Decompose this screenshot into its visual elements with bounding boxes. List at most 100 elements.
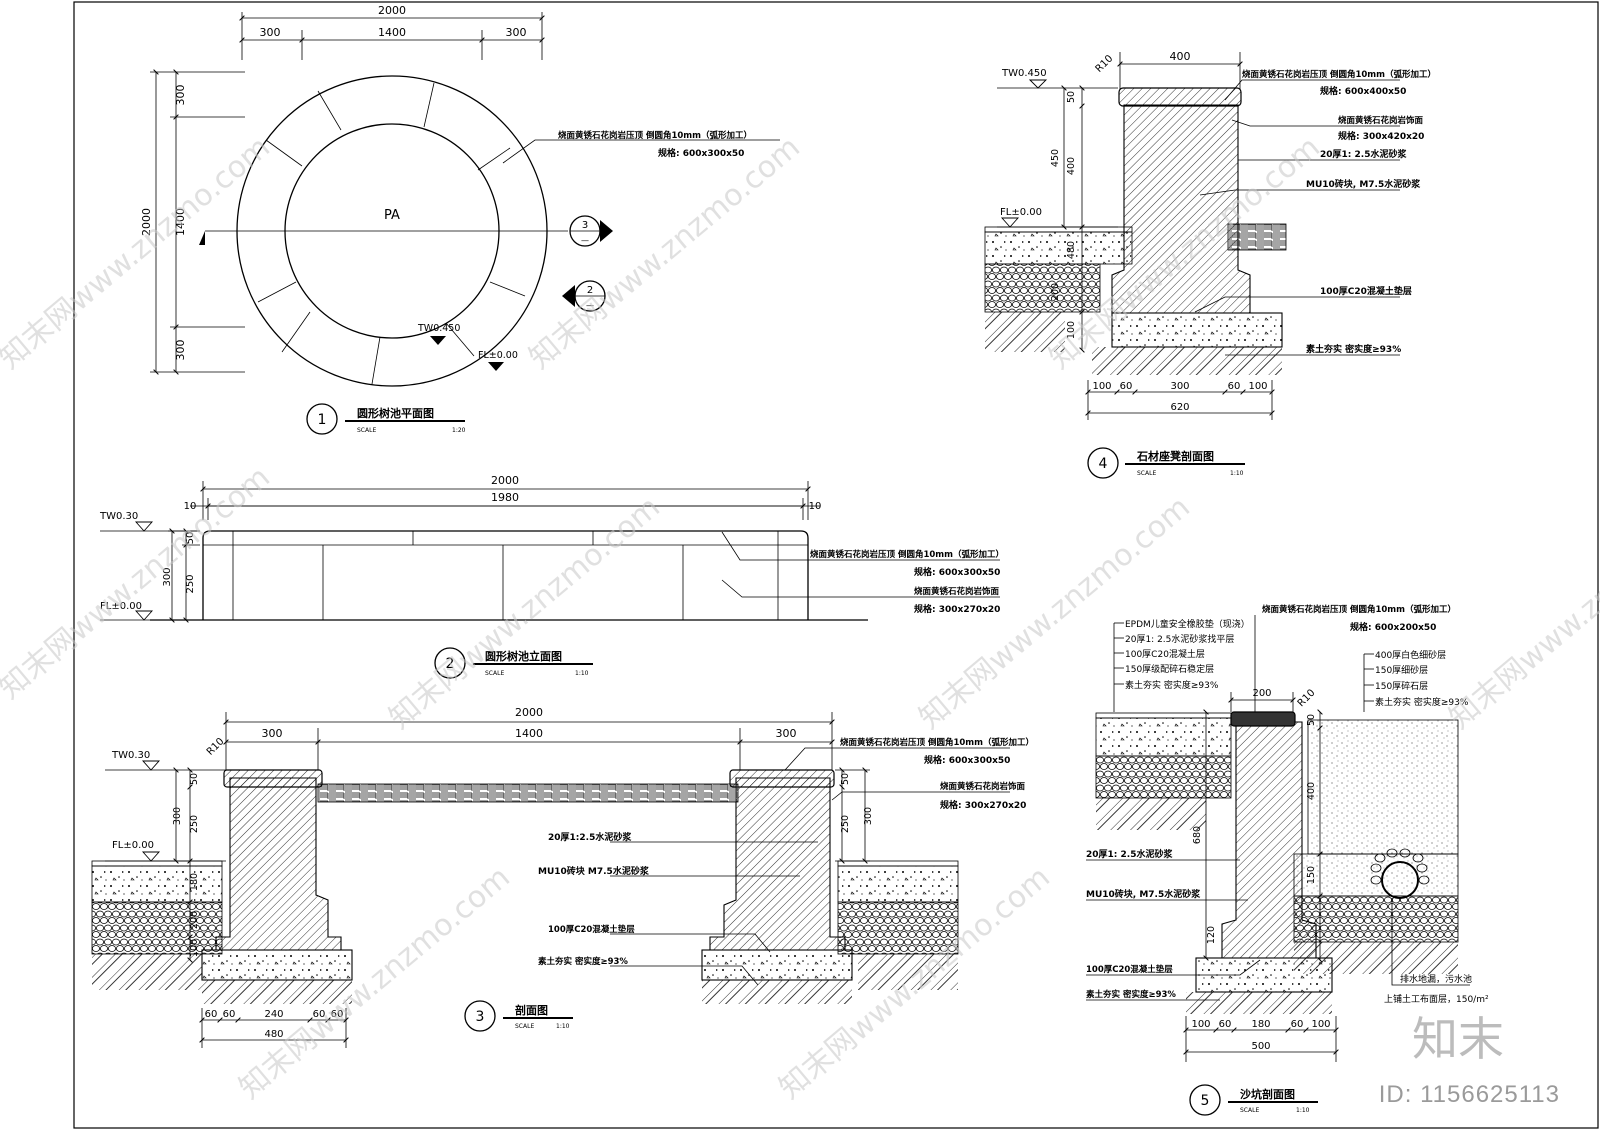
svg-text:240: 240 [264, 1009, 283, 1020]
svg-text:60: 60 [223, 1009, 236, 1020]
sec5-left-note-5: 素土夯实 密实度≥93% [1125, 679, 1219, 691]
svg-text:400: 400 [1170, 50, 1191, 63]
svg-text:规格: 600x300x50: 规格: 600x300x50 [914, 566, 1000, 578]
svg-text:480: 480 [1066, 241, 1077, 259]
plan-dim-v-top: 300 [174, 85, 187, 106]
svg-text:500: 500 [1251, 1041, 1270, 1052]
svg-text:素土夯实 密实度≥93%: 素土夯实 密实度≥93% [1306, 343, 1401, 355]
svg-text:60: 60 [313, 1009, 326, 1020]
svg-text:100: 100 [1248, 381, 1267, 392]
svg-text:MU10砖块, M7.5水泥砂浆: MU10砖块, M7.5水泥砂浆 [1086, 888, 1201, 900]
watermark-logo: 知末 [1412, 1012, 1504, 1066]
elev-fl-level: FL±0.00 [100, 601, 142, 612]
plan-dim-v-mid: 1400 [174, 208, 187, 236]
plan-view: 2000 300 1400 300 2000 300 1400 300 PA 烧… [140, 4, 780, 435]
sec4-fl-level: FL±0.00 [1000, 207, 1042, 218]
svg-text:SCALE: SCALE [485, 670, 504, 677]
svg-text:20厚1: 2.5水泥砂浆: 20厚1: 2.5水泥砂浆 [1320, 148, 1407, 160]
plan-dim-left: 300 [260, 26, 281, 39]
svg-text:50: 50 [1066, 91, 1077, 103]
plan-title-number: 1 [318, 412, 327, 428]
svg-text:R10: R10 [205, 736, 227, 758]
svg-text:250: 250 [189, 815, 200, 833]
svg-text:300: 300 [1170, 381, 1189, 392]
section-3-view: 2000 300 1400 300 R10 TW0.30 FL±0.00 [91, 706, 1034, 1048]
svg-text:60: 60 [1219, 1019, 1232, 1030]
sec3-tw-level: TW0.30 [111, 750, 150, 761]
svg-text:200: 200 [1050, 283, 1061, 301]
svg-text:300: 300 [776, 727, 797, 740]
svg-text:MU10砖块, M7.5水泥砂浆: MU10砖块, M7.5水泥砂浆 [1306, 178, 1421, 190]
sec5-right-note-4: 素土夯实 密实度≥93% [1375, 696, 1469, 708]
section-marker-3: 3 — [569, 215, 613, 247]
svg-text:100厚C20混凝土垫层: 100厚C20混凝土垫层 [1086, 964, 1173, 975]
svg-text:10: 10 [184, 501, 197, 512]
svg-text:20厚1:2.5水泥砂浆: 20厚1:2.5水泥砂浆 [548, 831, 632, 843]
svg-text:SCALE: SCALE [515, 1023, 534, 1030]
svg-text:MU10砖块 M7.5水泥砂浆: MU10砖块 M7.5水泥砂浆 [538, 865, 650, 877]
plan-label-pa: PA [384, 208, 400, 223]
plan-note-spec: 规格: 600x300x50 [658, 147, 744, 159]
svg-text:200: 200 [1252, 688, 1271, 699]
svg-text:100: 100 [189, 939, 200, 957]
elev-tw-level: TW0.30 [99, 511, 138, 522]
svg-text:上铺土工布面层，150/m²: 上铺土工布面层，150/m² [1384, 993, 1489, 1005]
svg-text:60: 60 [205, 1009, 218, 1020]
sec5-drain-note: 排水地漏，污水池 [1400, 973, 1472, 985]
svg-text:规格: 300x270x20: 规格: 300x270x20 [914, 603, 1000, 615]
svg-text:烧面黄锈石花岗岩饰面: 烧面黄锈石花岗岩饰面 [1338, 115, 1424, 126]
sec5-left-note-1: EPDM儿童安全橡胶垫（现浇） [1125, 618, 1250, 630]
svg-text:400: 400 [1066, 157, 1077, 175]
svg-text:知末网www.znzmo.com: 知末网www.znzmo.com [523, 130, 807, 376]
svg-text:1:10: 1:10 [1230, 470, 1244, 477]
svg-text:620: 620 [1170, 402, 1189, 413]
svg-text:SCALE: SCALE [357, 427, 376, 434]
svg-text:规格: 300x270x20: 规格: 300x270x20 [940, 799, 1026, 811]
sec4-tw-level: TW0.450 [1001, 68, 1047, 79]
sec3-title-number: 3 [476, 1009, 485, 1025]
sec5-left-note-4: 150厚级配碎石稳定层 [1125, 663, 1214, 675]
svg-text:200: 200 [189, 911, 200, 929]
svg-text:素土夯实 密实度≥93%: 素土夯实 密实度≥93% [538, 956, 628, 967]
elev-title-number: 2 [446, 656, 455, 672]
sec5-right-note-2: 150厚细砂层 [1375, 664, 1428, 676]
elevation-view: 2000 1980 10 10 TW0.30 FL±0.00 [99, 474, 1004, 679]
sec4-title-number: 4 [1099, 456, 1108, 472]
svg-text:400: 400 [1306, 782, 1317, 800]
plan-coping-joints [257, 82, 526, 385]
svg-text:50: 50 [185, 532, 196, 545]
svg-text:300: 300 [262, 727, 283, 740]
svg-text:SCALE: SCALE [1240, 1107, 1259, 1114]
section-marker-2: 2 — [562, 280, 606, 312]
svg-text:规格: 600x200x50: 规格: 600x200x50 [1350, 621, 1436, 633]
svg-text:知末网www.znzmo.com: 知末网www.znzmo.com [383, 490, 667, 736]
svg-text:60: 60 [1228, 381, 1241, 392]
svg-text:100厚C20混凝土垫层: 100厚C20混凝土垫层 [1320, 285, 1412, 297]
svg-text:规格: 300x420x20: 规格: 300x420x20 [1338, 130, 1424, 142]
plan-dim-right: 300 [506, 26, 527, 39]
svg-text:120: 120 [1206, 926, 1217, 944]
section-4-view: 400 R10 TW0.450 FL±0.00 50 400 450 48 [984, 50, 1436, 479]
svg-text:180: 180 [189, 873, 200, 891]
plan-dim-total: 2000 [378, 4, 406, 17]
svg-text:知末网www.znzmo.com: 知末网www.znzmo.com [1443, 490, 1600, 736]
svg-text:180: 180 [1251, 1019, 1270, 1030]
svg-text:50: 50 [1306, 714, 1317, 726]
svg-text:300: 300 [162, 567, 173, 586]
elev-note-facing: 烧面黄锈石花岗岩饰面 [914, 586, 1000, 597]
svg-text:300: 300 [172, 807, 183, 825]
sec5-note-coping: 烧面黄锈石花岗岩压顶 倒圆角10mm（弧形加工） [1262, 604, 1456, 615]
sec5-right-note-1: 400厚白色细砂层 [1375, 649, 1446, 661]
sec3-title: 剖面图 [515, 1003, 548, 1017]
svg-text:规格: 600x300x50: 规格: 600x300x50 [924, 754, 1010, 766]
elev-note-coping: 烧面黄锈石花岗岩压顶 倒圆角10mm（弧形加工） [810, 549, 1004, 560]
svg-text:680: 680 [1192, 826, 1203, 844]
svg-text:1:10: 1:10 [575, 670, 589, 677]
sec3-note-coping: 烧面黄锈石花岗岩压顶 倒圆角10mm（弧形加工） [840, 737, 1034, 748]
svg-text:50: 50 [189, 773, 200, 785]
svg-text:素土夯实 密实度≥93%: 素土夯实 密实度≥93% [1086, 989, 1176, 1000]
sec3-fl-level: FL±0.00 [112, 840, 154, 851]
sec4-title: 石材座凳剖面图 [1136, 449, 1214, 463]
svg-text:SCALE: SCALE [1137, 470, 1156, 477]
